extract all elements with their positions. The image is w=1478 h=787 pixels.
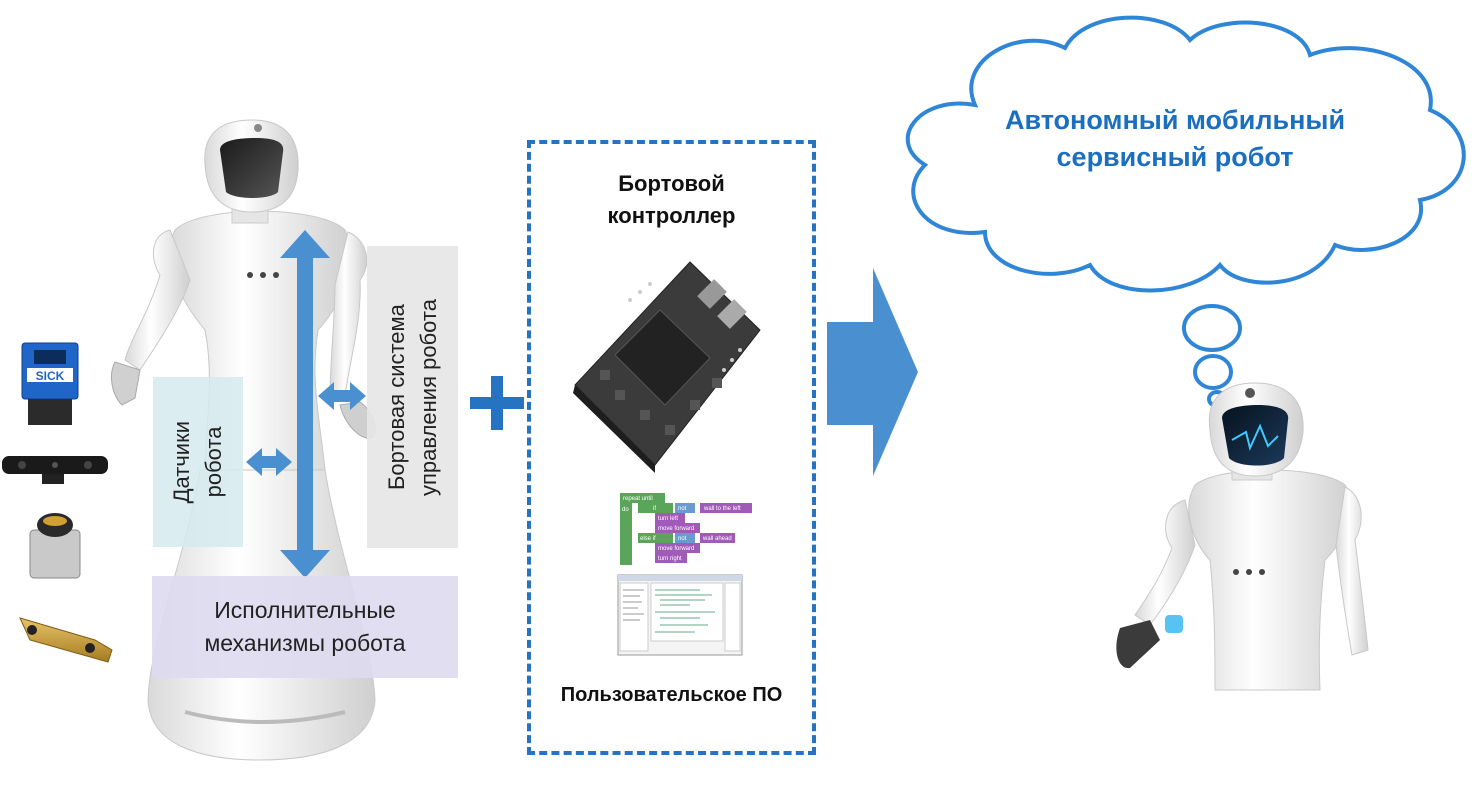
sensors-label: Датчики робота [169, 420, 226, 504]
ide-screenshot-image [617, 574, 743, 656]
svg-text:not: not [678, 506, 687, 512]
svg-text:wall ahead: wall ahead [702, 536, 732, 542]
svg-text:turn right: turn right [658, 556, 682, 562]
onboard-system-label: Бортовая система управления робота [383, 298, 441, 496]
lidar-sensor-image: SICK [21, 342, 79, 425]
svg-text:then: then [640, 516, 652, 522]
sensors-box: Датчики робота [153, 377, 243, 547]
sick-logo: SICK [36, 369, 65, 383]
svg-text:turn left: turn left [658, 516, 678, 522]
right-robot-figure [1116, 382, 1369, 691]
cloud-result-label: Автономный мобильный сервисный робот [1004, 105, 1346, 172]
svg-text:then: then [640, 546, 652, 552]
thought-cloud [905, 15, 1466, 408]
plus-sign [470, 376, 524, 430]
controller-board-image [573, 261, 761, 473]
svg-text:do: do [622, 507, 629, 513]
controller-title: Бортовой контроллер [607, 171, 736, 228]
controller-dashed-box [527, 140, 816, 755]
actuators-label: Исполнительные механизмы робота [204, 596, 406, 656]
user-software-label: Пользовательское ПО [560, 684, 783, 706]
svg-text:not: not [678, 536, 687, 542]
onboard-system-box: Бортовая система управления робота [367, 246, 458, 548]
svg-text:move forward: move forward [658, 526, 694, 532]
svg-text:repeat until: repeat until [623, 496, 653, 502]
vertical-double-arrow [280, 230, 330, 578]
svg-text:if: if [653, 506, 656, 512]
svg-text:move forward: move forward [658, 546, 694, 552]
result-arrow [827, 268, 918, 476]
svg-text:wall to the left: wall to the left [703, 506, 741, 512]
actuators-box: Исполнительные механизмы робота [152, 576, 458, 678]
svg-text:else: else [640, 556, 652, 562]
stereo-camera-image [19, 617, 113, 663]
depth-camera-image [2, 456, 108, 484]
svg-text:else if: else if [640, 536, 656, 542]
sensors-double-arrow [246, 448, 292, 476]
laser-rangefinder-image [29, 513, 81, 579]
block-code-image: repeat until do if not wall to the left … [620, 493, 752, 565]
onboard-double-arrow [318, 382, 366, 410]
